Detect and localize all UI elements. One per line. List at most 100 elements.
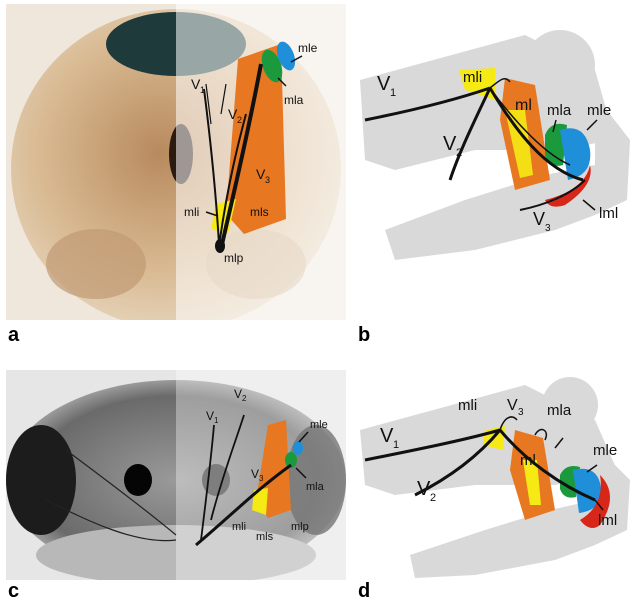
muscle-lml-shape (580, 475, 610, 529)
label-v3: V (533, 209, 545, 229)
muscle-mla-shape (261, 49, 283, 83)
nerve-v3 (219, 63, 263, 250)
muscle-mle-shape (573, 468, 602, 513)
muscle-yellow-inner (505, 110, 533, 178)
label-v3-sub: 3 (518, 407, 524, 418)
label-v2-sub: 2 (242, 394, 247, 403)
label-v2: V (228, 106, 238, 122)
label-v2-sub: 2 (456, 147, 462, 159)
arrow-mle (586, 119, 598, 131)
skull-lower (385, 95, 630, 260)
label-mle: mle (310, 419, 328, 431)
nerve-left-branches (45, 449, 177, 542)
label-v3-sub: 3 (259, 474, 264, 483)
label-v3-sub: 3 (265, 175, 270, 185)
nerve-v2 (219, 113, 247, 240)
arrow-mla (554, 437, 564, 449)
panel-b-image: V 1 V 2 V 3 mli ml mla mle lml (360, 30, 630, 260)
muscle-mla-shape (285, 452, 297, 468)
label-v2-sub: 2 (237, 115, 242, 125)
label-mls: mls (250, 205, 269, 219)
nerve-v3 (195, 463, 292, 547)
label-mlp: mlp (291, 521, 309, 533)
muscle-mli-shape (459, 68, 495, 100)
arrow-lml (594, 499, 604, 511)
label-v1: V (191, 76, 201, 92)
label-mls: mls (256, 531, 274, 543)
skull-lower (410, 445, 630, 578)
label-v1-sub: 1 (200, 85, 205, 95)
nerve-v3-lower (519, 179, 586, 211)
arrow-lml (582, 199, 596, 211)
panel-d-diagram: V 1 V 2 V 3 mli ml mla mle lml (355, 360, 638, 580)
label-mle: mle (298, 41, 318, 55)
nerve-v2 (448, 87, 492, 181)
muscle-mle-shape (293, 441, 303, 455)
nerve-v3 (498, 429, 596, 502)
panel-a-image: V 1 V 2 V 3 mle mla mli mls mlp (6, 4, 346, 320)
muscle-mli-shape (252, 488, 268, 515)
nerve-v1 (364, 86, 491, 122)
skull-dome (542, 377, 598, 433)
muscle-ml-shape (226, 44, 286, 234)
panel-b-diagram: V 1 V 2 V 3 mli ml mla mle lml (355, 0, 638, 320)
label-mla: mla (306, 481, 325, 493)
label-v1-sub: 1 (390, 87, 396, 99)
panel-c-photo: V 1 V 2 V 3 mle mla mli mls mlp (6, 370, 346, 580)
label-v3: V (507, 397, 518, 414)
label-v1-sub: 1 (214, 416, 219, 425)
label-mla: mla (284, 93, 304, 107)
panel-letter-c: c (8, 580, 20, 602)
nerve-v1 (200, 424, 215, 541)
label-mli: mli (463, 69, 482, 86)
skull-dome (525, 30, 595, 100)
label-v3-sub: 3 (545, 223, 551, 234)
label-v2: V (417, 478, 431, 500)
nerve-branches (205, 83, 227, 125)
nerve-branches (489, 77, 571, 166)
muscle-mle-shape (560, 128, 591, 180)
label-mla: mla (547, 102, 572, 119)
panel-letter-b: b (358, 324, 371, 346)
nerve-v3 (488, 87, 584, 182)
panel-letter-d: d (358, 580, 371, 602)
label-v1-sub: 1 (393, 439, 399, 451)
label-v1: V (377, 73, 391, 95)
arrow-mla (295, 467, 307, 479)
label-mlp: mlp (224, 251, 244, 265)
label-mli: mli (458, 397, 477, 414)
panel-d-image: V 1 V 2 V 3 mli ml mla mle lml (360, 377, 630, 578)
arrow-mle (290, 55, 303, 63)
muscle-mle-shape (276, 41, 296, 71)
label-mli: mli (232, 521, 246, 533)
label-lml: lml (598, 512, 617, 529)
arrow-mla (277, 77, 287, 87)
label-mli: mli (184, 205, 199, 219)
label-v3: V (256, 166, 266, 182)
arrow-mle (298, 431, 309, 443)
arrow-mla (552, 119, 557, 133)
label-v1: V (206, 409, 214, 423)
label-v2-sub: 2 (430, 492, 436, 504)
nerve-v1 (364, 428, 501, 462)
label-v3: V (251, 467, 259, 481)
nerve-v1 (203, 88, 220, 245)
label-mla: mla (547, 402, 572, 419)
arrow-mli (205, 211, 219, 217)
label-v2: V (443, 133, 457, 155)
nerve-v2 (414, 429, 502, 497)
panel-letter-a: a (8, 324, 20, 346)
muscle-yellow-inner (523, 460, 541, 505)
label-mle: mle (587, 102, 611, 119)
panel-a-photo: V 1 V 2 V 3 mle mla mli mls mlp (6, 4, 346, 320)
nerve-v2 (210, 414, 245, 521)
panel-c-image: V 1 V 2 V 3 mle mla mli mls mlp (6, 370, 346, 580)
label-v2: V (234, 387, 242, 401)
arrow-mle (586, 464, 598, 473)
label-mle: mle (593, 442, 617, 459)
label-v1: V (380, 425, 394, 447)
label-ml: ml (520, 452, 536, 469)
label-ml: ml (515, 97, 532, 114)
label-lml: lml (599, 205, 618, 222)
nerve-branches (499, 416, 547, 441)
